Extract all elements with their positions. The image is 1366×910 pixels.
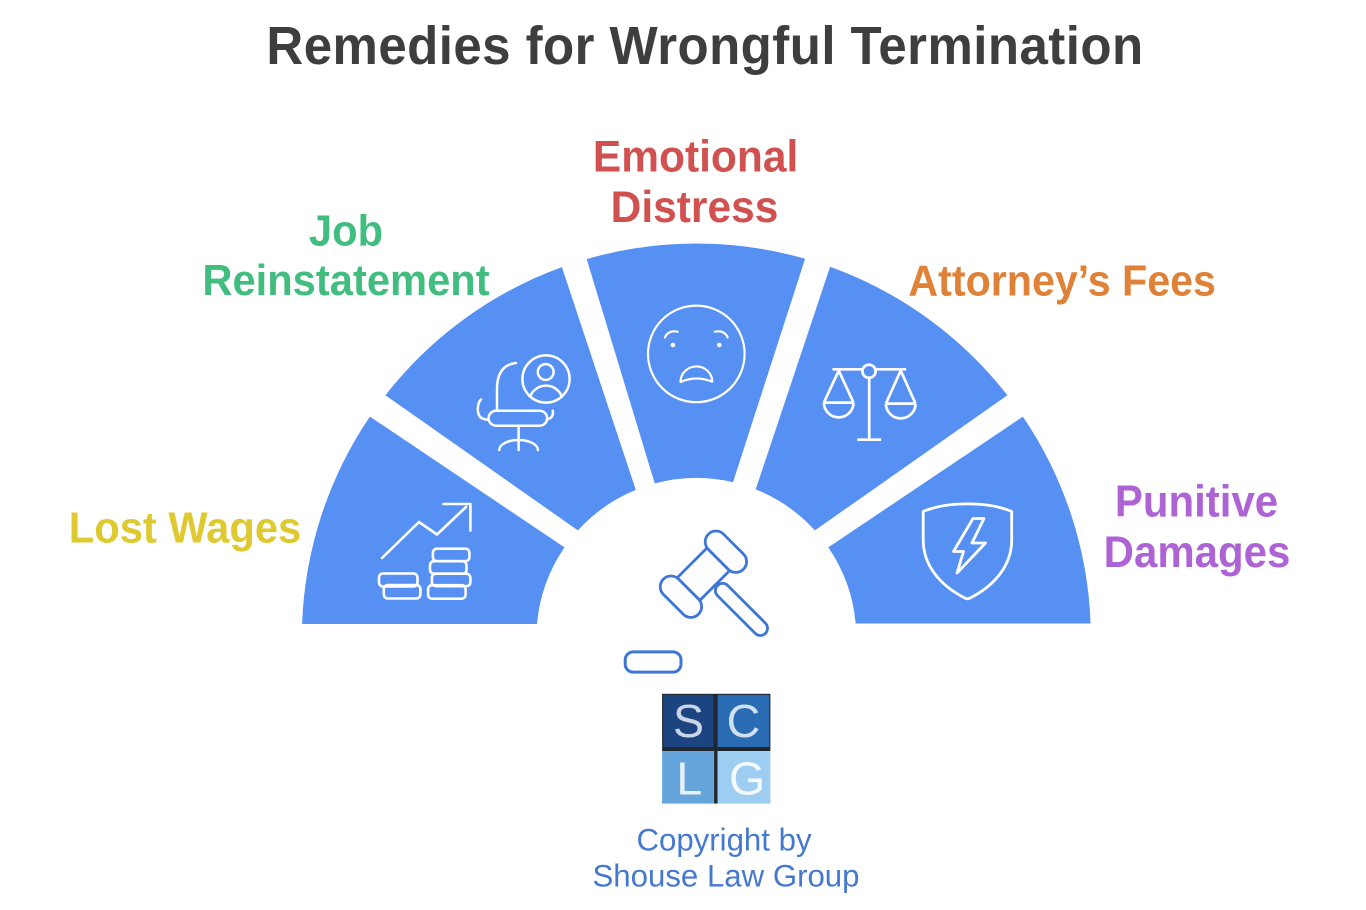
svg-text:Distress: Distress [611, 183, 779, 232]
svg-text:L: L [676, 752, 702, 804]
svg-text:Lost Wages: Lost Wages [69, 504, 301, 553]
svg-text:Remedies for Wrongful Terminat: Remedies for Wrongful Termination [266, 16, 1143, 77]
svg-text:Emotional: Emotional [593, 133, 798, 182]
svg-text:Attorney’s Fees: Attorney’s Fees [908, 257, 1216, 305]
svg-text:Punitive: Punitive [1115, 477, 1278, 526]
svg-text:Reinstatement: Reinstatement [202, 256, 489, 305]
svg-text:Shouse Law Group: Shouse Law Group [593, 858, 860, 893]
svg-text:G: G [729, 752, 765, 804]
svg-text:Copyright by: Copyright by [636, 823, 811, 858]
svg-text:Job: Job [309, 207, 383, 256]
svg-text:S: S [673, 695, 704, 747]
svg-text:C: C [727, 695, 761, 747]
svg-text:Damages: Damages [1104, 528, 1291, 577]
